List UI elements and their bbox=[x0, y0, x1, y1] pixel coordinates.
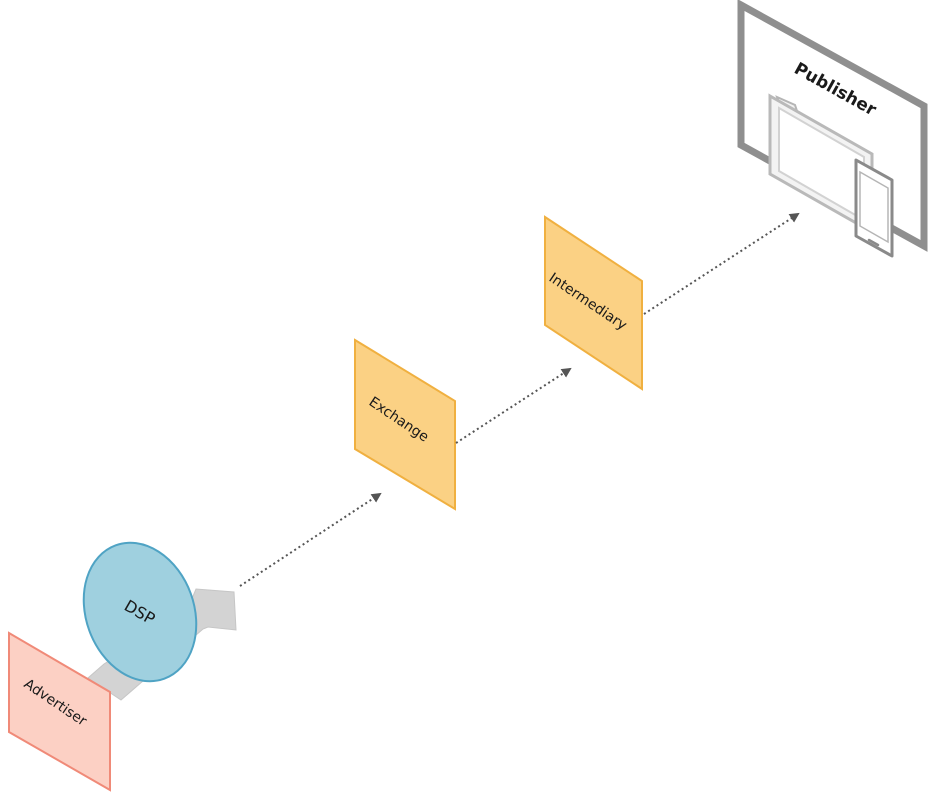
publisher-node: Publisher bbox=[737, 0, 928, 258]
connector-dsp-to-exchange bbox=[239, 492, 382, 587]
intermediary-shape bbox=[544, 215, 643, 391]
exchange-shape bbox=[354, 338, 456, 511]
smartphone-icon bbox=[854, 158, 894, 258]
intermediary-node: Intermediary bbox=[544, 215, 643, 391]
connector-intermediary-to-publisher bbox=[643, 212, 800, 315]
advertiser-node: Advertiser bbox=[8, 631, 111, 792]
advertiser-shape bbox=[8, 631, 111, 792]
dsp-node: DSP bbox=[82, 541, 198, 683]
dsp-shape bbox=[82, 541, 198, 683]
connector-exchange-to-intermediary bbox=[455, 367, 572, 444]
exchange-node: Exchange bbox=[354, 338, 456, 511]
